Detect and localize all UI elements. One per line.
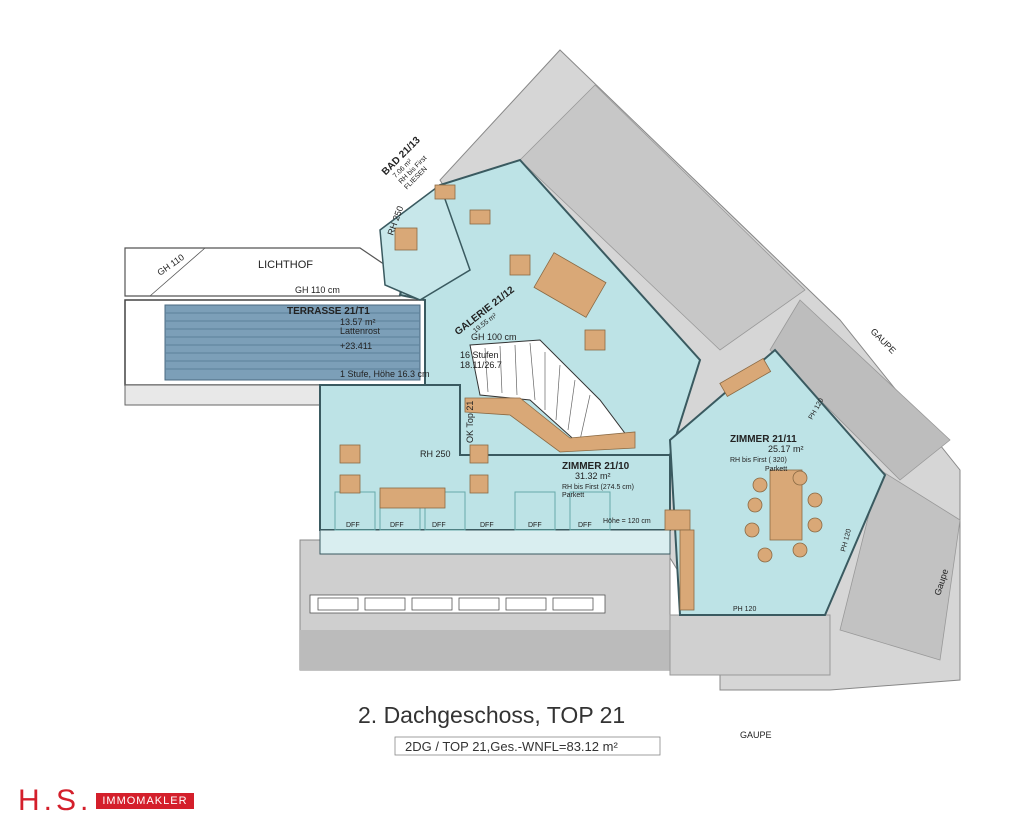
hoehe-label: Höhe = 120 cm xyxy=(603,518,651,525)
dff-5: DFF xyxy=(528,522,542,529)
area-summary-box xyxy=(394,736,661,756)
zimmer11-area: 25.17 m² xyxy=(768,444,804,454)
zimmer11-height: RH bis First ( 320) xyxy=(730,457,787,464)
lichthof-label: LICHTHOF xyxy=(258,259,313,271)
terrasse-floor: Lattenrost xyxy=(340,326,381,336)
logo-badge: IMMOMAKLER xyxy=(96,793,194,809)
galerie-stairs: 16 Stufen xyxy=(460,350,499,360)
ph120-bottom: PH 120 xyxy=(733,606,756,613)
logo-letters: H.S. xyxy=(18,784,93,817)
dff-2: DFF xyxy=(390,522,404,529)
rh250-label: RH 250 xyxy=(420,449,451,459)
terrasse-level: +23.411 xyxy=(340,341,372,351)
staircase xyxy=(464,339,636,453)
zimmer10-name: ZIMMER 21/10 xyxy=(562,461,630,472)
gaupe-bottom: GAUPE xyxy=(740,730,772,740)
terrasse-name: TERRASSE 21/T1 xyxy=(287,306,370,317)
ok-top-label: OK Top 21 xyxy=(465,401,475,443)
dff-1: DFF xyxy=(346,522,360,529)
galerie-stairs-dim: 18.11/26.7 xyxy=(460,360,502,370)
zimmer11-name: ZIMMER 21/11 xyxy=(730,434,797,445)
dff-4: DFF xyxy=(480,522,494,529)
zimmer10-height: RH bis First (274.5 cm) xyxy=(562,484,634,491)
dff-3: DFF xyxy=(432,522,446,529)
dff-6: DFF xyxy=(578,522,592,529)
brand-logo: H.S. IMMOMAKLER xyxy=(18,786,194,816)
galerie-gh: GH 100 cm xyxy=(471,332,517,342)
zimmer11-floor: Parkett xyxy=(765,466,787,473)
floor-title: 2. Dachgeschoss, TOP 21 xyxy=(358,702,625,728)
gh110cm-label: GH 110 cm xyxy=(295,285,340,295)
terrasse-area xyxy=(124,299,426,406)
area-summary: 2DG / TOP 21,Ges.-WNFL=83.12 m² xyxy=(405,739,618,754)
terrasse-area: 13.57 m² xyxy=(340,317,376,327)
furniture xyxy=(339,184,823,611)
terrasse-step: 1 Stufe, Höhe 16.3 cm xyxy=(340,369,430,379)
railing-posts xyxy=(309,594,606,614)
gaupe-top: GAUPE xyxy=(869,326,898,355)
zimmer10-area: 31.32 m² xyxy=(575,471,611,481)
zimmer10-floor: Parkett xyxy=(562,492,584,499)
